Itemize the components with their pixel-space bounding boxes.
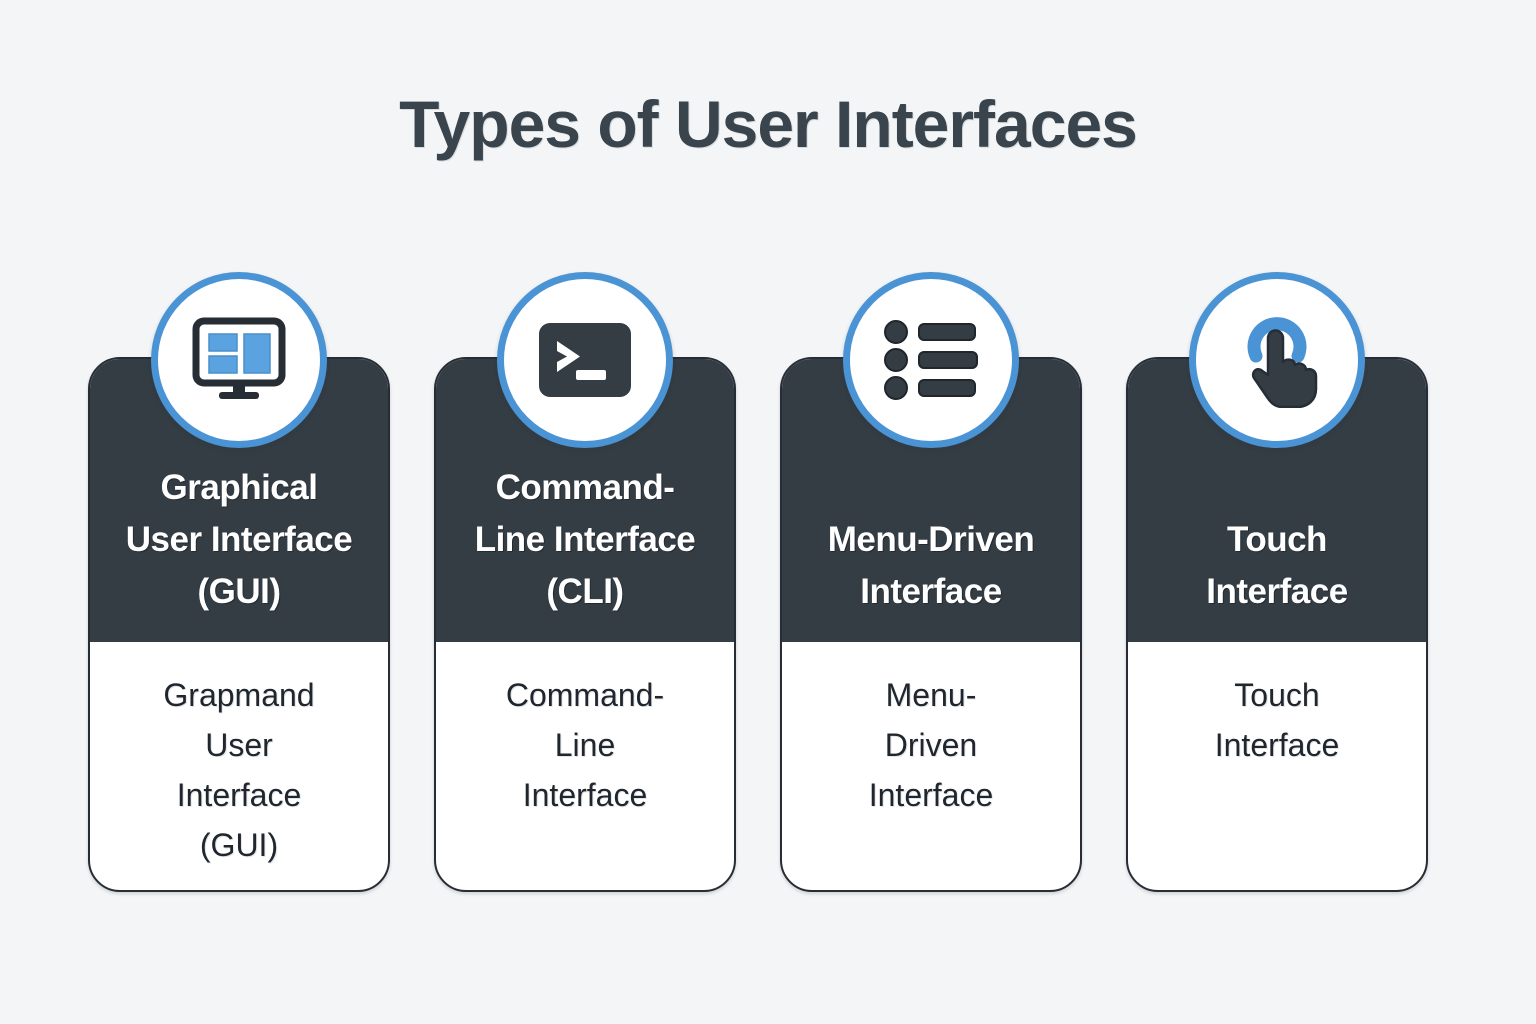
card-body-text: Grapmand User Interface (GUI)	[163, 677, 315, 863]
ui-types-card-grid: Graphical User Interface (GUI) Grapmand …	[88, 272, 1428, 892]
card-heading: Menu-Driven Interface	[827, 520, 1035, 611]
card-body: Command- Line Interface	[436, 642, 734, 890]
terminal-icon	[536, 320, 634, 400]
icon-badge	[497, 272, 673, 448]
card-box: Command- Line Interface (CLI) Command- L…	[434, 357, 736, 892]
card-heading: Command- Line Interface (CLI)	[474, 468, 696, 611]
list-icon	[881, 318, 981, 402]
touch-hand-icon	[1229, 312, 1325, 408]
monitor-icon	[191, 317, 287, 403]
card-graphical-user-interface[interactable]: Graphical User Interface (GUI) Grapmand …	[88, 272, 390, 892]
card-touch-interface[interactable]: Touch Interface Touch Interface	[1126, 272, 1428, 892]
page-title: Types of User Interfaces	[399, 87, 1138, 161]
icon-badge	[1189, 272, 1365, 448]
card-menu-driven-interface[interactable]: Menu-Driven Interface Menu- Driven Inter…	[780, 272, 1082, 892]
card-body-text: Touch Interface	[1214, 677, 1340, 763]
card-heading: Graphical User Interface (GUI)	[125, 468, 353, 611]
icon-badge	[843, 272, 1019, 448]
card-body: Grapmand User Interface (GUI)	[90, 642, 388, 890]
card-body: Touch Interface	[1128, 642, 1426, 890]
card-heading: Touch Interface	[1206, 520, 1348, 611]
card-body-text: Command- Line Interface	[505, 677, 665, 813]
icon-badge	[151, 272, 327, 448]
card-command-line-interface[interactable]: Command- Line Interface (CLI) Command- L…	[434, 272, 736, 892]
card-body: Menu- Driven Interface	[782, 642, 1080, 890]
card-body-text: Menu- Driven Interface	[868, 677, 994, 813]
